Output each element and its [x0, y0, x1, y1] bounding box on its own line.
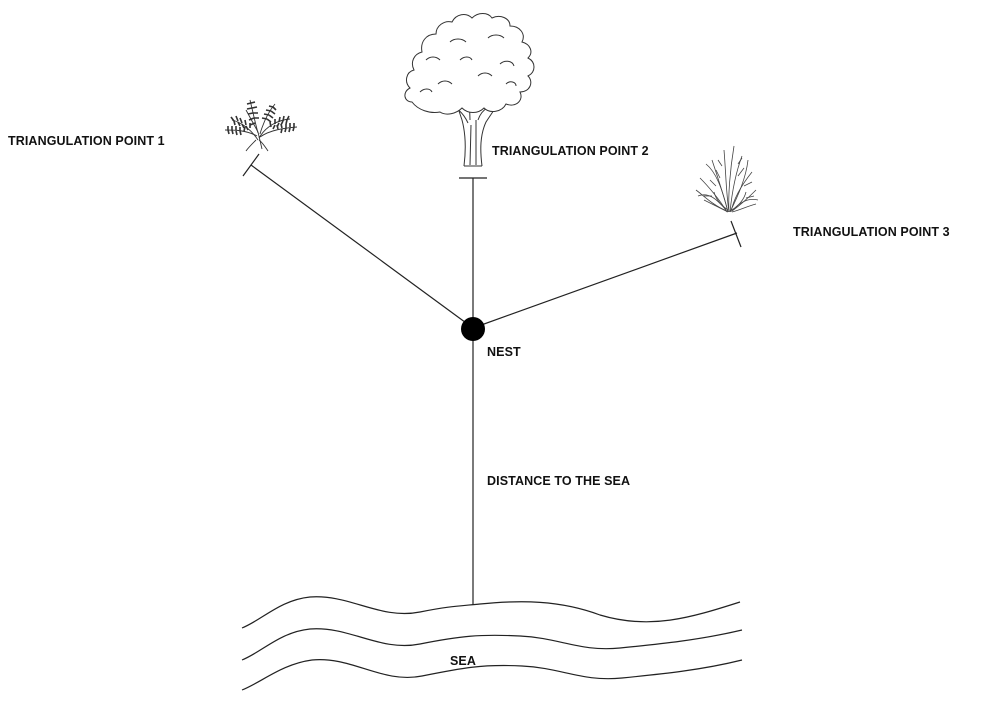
sea-waves [241, 596, 743, 691]
triangulation-point-1-label: TRIANGULATION POINT 1 [8, 134, 165, 148]
triangulation-point-3-label: TRIANGULATION POINT 3 [793, 225, 950, 239]
fern-icon [224, 99, 298, 152]
distance-to-sea-label: DISTANCE TO THE SEA [487, 474, 631, 488]
nest-label: NEST [487, 345, 521, 359]
line-to-triangulation-point-1 [242, 153, 474, 329]
triangulation-point-2-label: TRIANGULATION POINT 2 [492, 144, 649, 158]
line-to-triangulation-point-2 [459, 177, 487, 328]
line-to-triangulation-point-3 [472, 220, 742, 329]
tree-icon [404, 13, 535, 167]
nest-marker [461, 317, 485, 341]
sea-label: SEA [450, 654, 477, 668]
shrub-icon [695, 145, 759, 213]
